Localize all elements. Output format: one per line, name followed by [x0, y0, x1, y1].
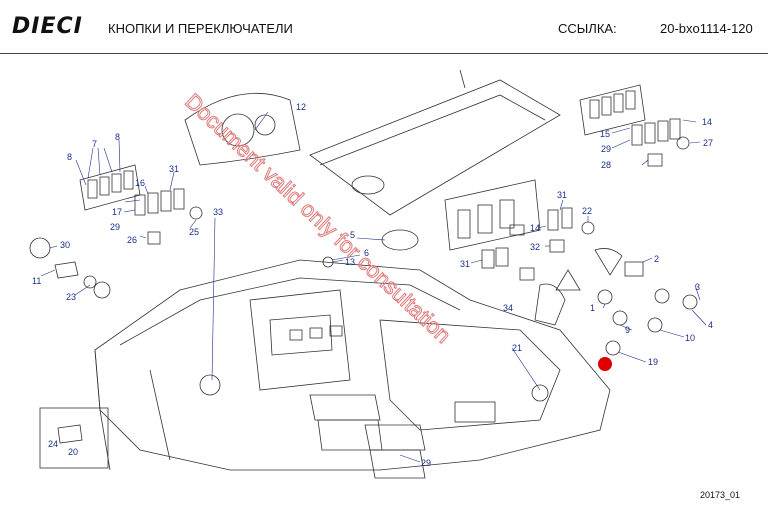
- leader-lines: [40, 111, 707, 463]
- callout-31: 31: [557, 190, 567, 200]
- detail-box-drawing: [39, 407, 109, 469]
- callout-33: 33: [213, 207, 223, 217]
- callout-10: 10: [685, 333, 695, 343]
- callout-23: 23: [66, 292, 76, 302]
- callout-29: 29: [110, 222, 120, 232]
- watermark-text: Document valid only for consultation: [180, 89, 456, 348]
- page-title: КНОПКИ И ПЕРЕКЛЮЧАТЕЛИ: [108, 21, 293, 36]
- rear-shelf-drawing: [309, 69, 561, 216]
- callout-3: 3: [695, 282, 700, 292]
- callout-31: 31: [169, 164, 179, 174]
- callout-19: 19: [648, 357, 658, 367]
- callout-29: 29: [601, 144, 611, 154]
- watermark: Document valid only for consultation: [180, 88, 457, 348]
- callout-22: 22: [582, 206, 592, 216]
- callout-8: 8: [67, 152, 72, 162]
- callout-28: 28: [601, 160, 611, 170]
- callout-17: 17: [112, 207, 122, 217]
- callout-26: 26: [127, 235, 137, 245]
- callout-15: 15: [600, 129, 610, 139]
- callout-21: 21: [512, 343, 522, 353]
- loose-switches-drawing: [309, 394, 426, 479]
- callout-25: 25: [189, 227, 199, 237]
- callout-31: 31: [460, 259, 470, 269]
- callout-11: 11: [32, 276, 41, 286]
- callout-34: 34: [503, 303, 513, 313]
- callout-1: 1: [590, 303, 595, 313]
- callout-6: 6: [364, 248, 369, 258]
- callout-7: 7: [92, 139, 97, 149]
- reference-value: 20-bxo1114-120: [660, 21, 753, 36]
- callout-numbers: 12 7 8 8 16 31 17 29 26 25 33 30 11 23 5…: [32, 102, 713, 468]
- callout-4: 4: [708, 320, 713, 330]
- callout-9: 9: [625, 325, 630, 335]
- right-switch-panel-drawing: [444, 84, 698, 356]
- callout-29: 29: [421, 458, 431, 468]
- callout-16: 16: [135, 178, 145, 188]
- exploded-parts-diagram: Document valid only for consultation 12 …: [29, 69, 713, 479]
- callout-13: 13: [345, 257, 355, 267]
- callout-27: 27: [703, 138, 713, 148]
- callout-14: 14: [530, 223, 540, 233]
- reference-label: ССЫЛКА:: [558, 21, 617, 36]
- header-divider: [0, 53, 768, 54]
- left-switch-panel-drawing: [29, 164, 419, 299]
- callout-24: 24: [48, 439, 58, 449]
- callout-14: 14: [702, 117, 712, 127]
- callout-2: 2: [654, 254, 659, 264]
- callout-30: 30: [60, 240, 70, 250]
- callout-32: 32: [530, 242, 540, 252]
- callout-12: 12: [296, 102, 306, 112]
- drawing-number: 20173_01: [700, 490, 741, 500]
- callout-5: 5: [350, 230, 355, 240]
- instrument-cluster-drawing: [184, 92, 301, 166]
- callout-20: 20: [68, 447, 78, 457]
- cab-dashboard-drawing: [94, 259, 611, 471]
- callout-8: 8: [115, 132, 120, 142]
- dieci-logo: DIECI: [12, 14, 83, 39]
- header-bar: DIECI КНОПКИ И ПЕРЕКЛЮЧАТЕЛИ ССЫЛКА: 20-…: [0, 0, 768, 56]
- red-marker-dot: [598, 357, 612, 371]
